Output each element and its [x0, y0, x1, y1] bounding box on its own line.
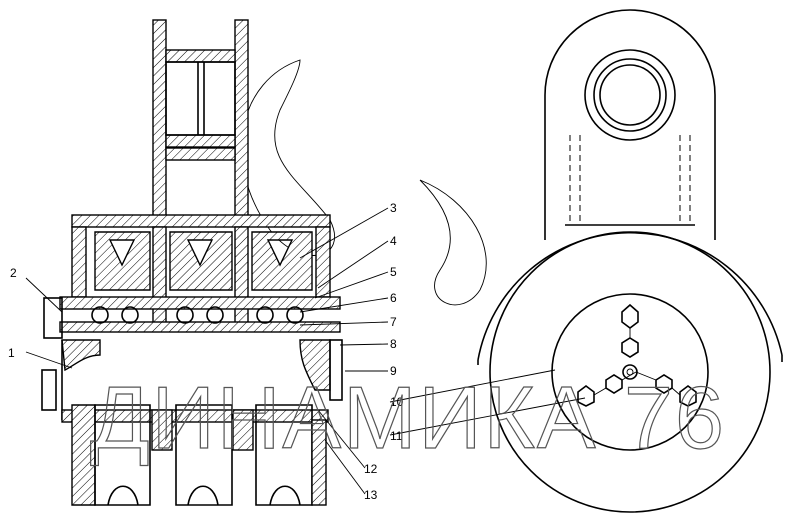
callout-8: 8 — [390, 337, 397, 351]
callout-12: 12 — [364, 462, 378, 476]
callout-6: 6 — [390, 291, 397, 305]
lower-rollers — [71, 404, 327, 506]
frame-column — [152, 19, 249, 221]
callout-11: 11 — [390, 429, 403, 443]
callout-5: 5 — [390, 265, 397, 279]
arm-side-view — [544, 9, 716, 240]
callout-7: 7 — [390, 315, 397, 329]
leader-lines — [25, 207, 586, 495]
callout-9: 9 — [390, 364, 397, 378]
wheel-side-view — [477, 231, 783, 513]
callout-3: 3 — [390, 201, 397, 215]
callout-10: 10 — [390, 395, 404, 409]
callout-1: 1 — [8, 346, 15, 360]
watermark-text: ДИНАМИКА 76 — [90, 368, 726, 467]
callout-4: 4 — [390, 234, 397, 248]
roller-housing — [41, 214, 343, 423]
callout-13: 13 — [364, 488, 378, 502]
callout-2: 2 — [10, 266, 17, 280]
